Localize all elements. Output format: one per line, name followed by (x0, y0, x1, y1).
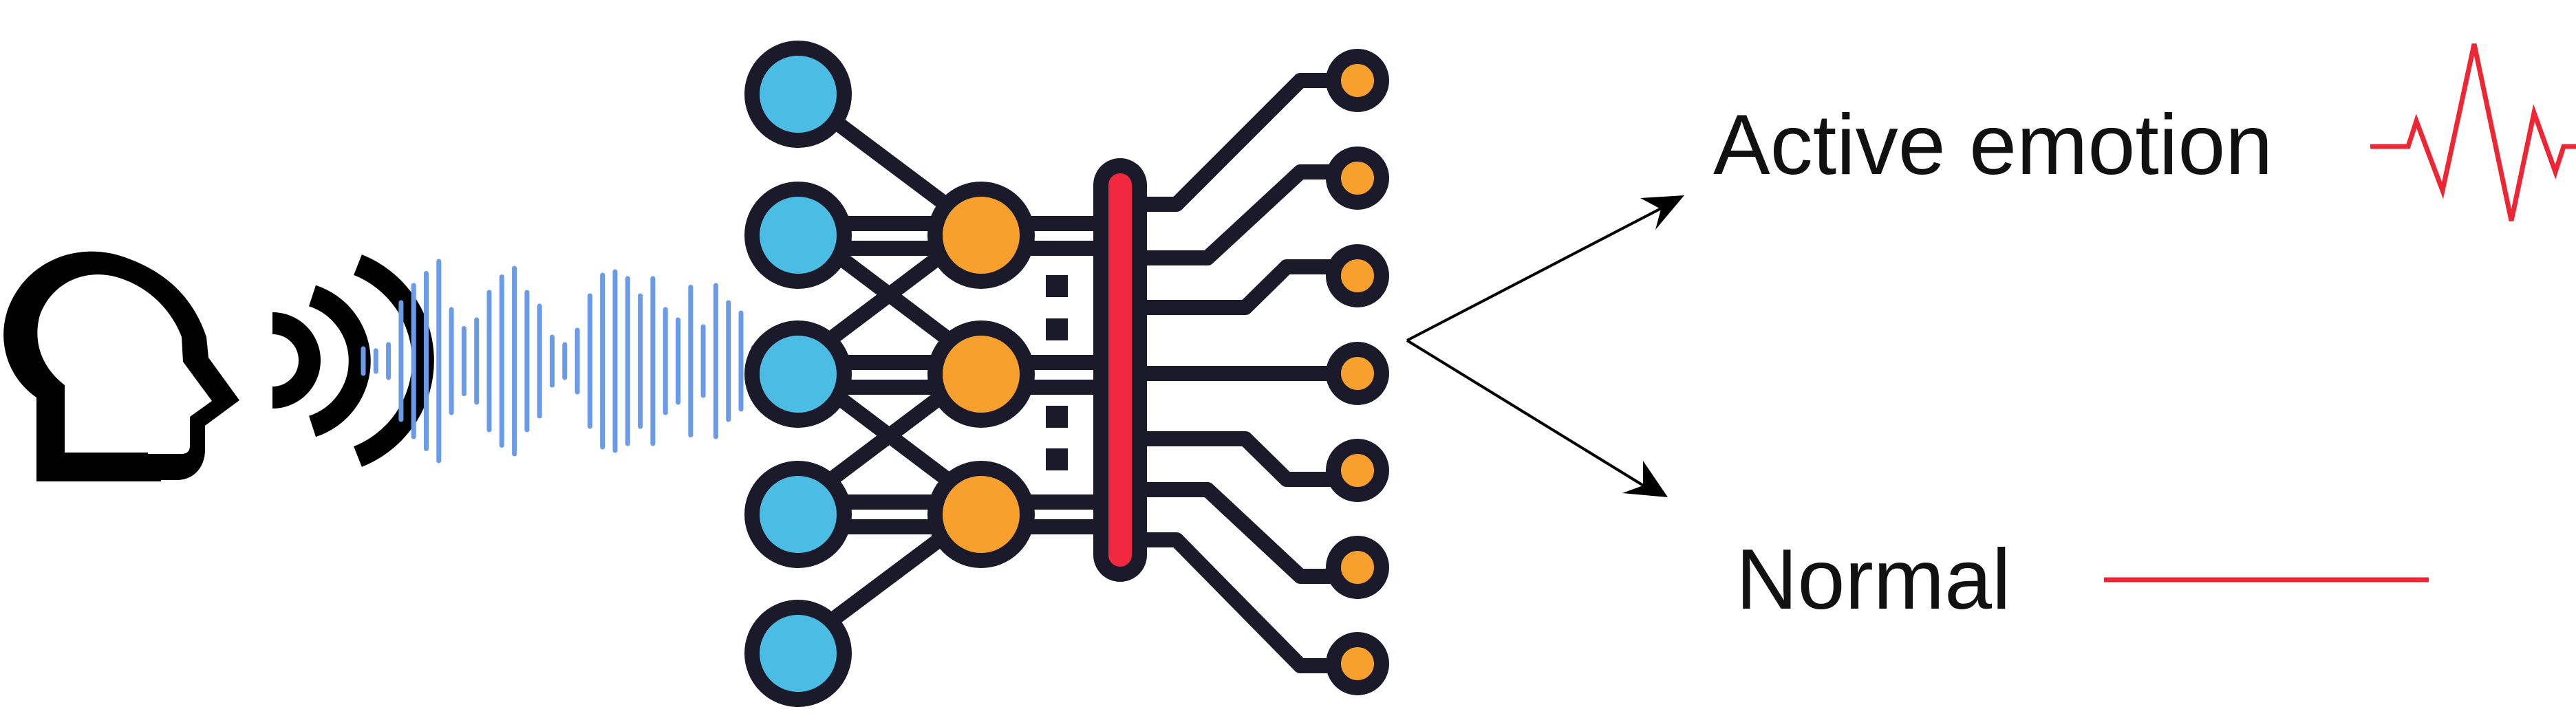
classification-arrows (1406, 195, 1684, 497)
hidden-node (927, 461, 1035, 568)
network-dots (1046, 275, 1068, 470)
neural-network-icon (744, 41, 1389, 707)
arrow-to-active (1406, 205, 1666, 342)
speaking-head-icon (3, 251, 240, 481)
normal-label: Normal (1736, 532, 2011, 627)
output-node (1326, 146, 1389, 210)
output-node (1326, 632, 1389, 695)
output-node (1326, 439, 1389, 502)
active-emotion-label: Active emotion (1713, 98, 2273, 193)
hidden-node (927, 320, 1035, 428)
sound-waves-icon (272, 254, 434, 467)
core-bar (1093, 158, 1147, 582)
arrowhead-active (1640, 195, 1684, 230)
arrowhead-normal (1622, 461, 1668, 497)
audio-waveform-icon (361, 259, 756, 464)
output-node (1326, 342, 1389, 405)
input-node (744, 461, 852, 568)
output-node (1326, 536, 1389, 599)
input-node (744, 41, 852, 148)
input-node (744, 182, 852, 289)
input-node (744, 600, 852, 707)
input-layer (744, 41, 852, 707)
hidden-layer (927, 182, 1035, 568)
output-layer (1326, 49, 1389, 695)
spiky-waveform-icon (2370, 43, 2576, 221)
arrow-to-normal (1406, 339, 1653, 492)
output-traces (1142, 73, 1335, 673)
input-node (744, 320, 852, 428)
output-node (1326, 244, 1389, 307)
hidden-node (927, 182, 1035, 289)
output-node (1326, 49, 1389, 112)
